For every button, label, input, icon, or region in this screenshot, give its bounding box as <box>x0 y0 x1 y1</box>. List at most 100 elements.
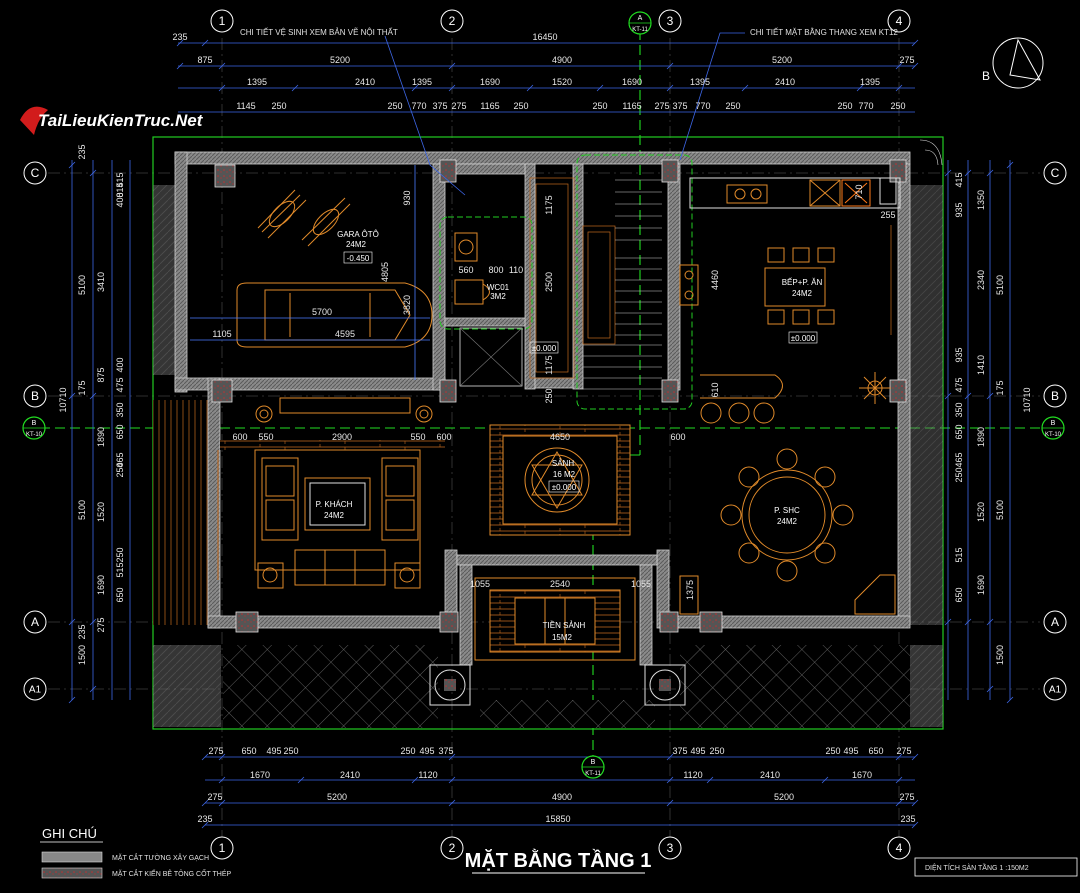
dim-left-mid: 1890 <box>96 427 106 447</box>
dim-top-row3: 250 <box>837 101 852 111</box>
dimension-tick <box>911 821 919 829</box>
dim-left-inner: 650 <box>115 587 125 602</box>
grid-row-a1-right: A1 <box>1049 685 1062 696</box>
dim-top-row1: 4900 <box>552 55 572 65</box>
dim-top-row3: 1165 <box>622 101 641 111</box>
dim-left-inner: 400 <box>115 192 125 207</box>
dimension-tick <box>666 753 674 761</box>
kitchen-level: ±0.000 <box>791 334 816 343</box>
dim-hall-4650: 4650 <box>550 432 570 442</box>
dim-bottom-row2: 1670 <box>250 770 270 780</box>
dim-left-inner: 400 <box>115 357 125 372</box>
dimension-tick <box>986 685 994 693</box>
dim-left-outer: 5100 <box>77 275 87 295</box>
dim-living-row: 2900 <box>332 432 352 442</box>
dim-top-row3: 250 <box>387 101 402 111</box>
dim-right-total: 10710 <box>1022 387 1032 412</box>
columns <box>211 159 907 633</box>
dim-right-inner: 350 <box>954 402 964 417</box>
dimension-tick <box>964 618 972 626</box>
kitchen-name: BẾP+P. ĂN <box>782 277 823 287</box>
stair-level: ±0.000 <box>532 344 557 353</box>
compass-label: B <box>982 69 990 83</box>
grid-col-4-bottom: 4 <box>896 841 903 855</box>
dimension-tick <box>666 84 674 92</box>
dimension-tick <box>1006 696 1014 704</box>
dim-top-row2: 1690 <box>622 77 642 87</box>
dimension-tick <box>964 169 972 177</box>
dim-right-outer: 5100 <box>995 500 1005 520</box>
dimension-tick <box>89 392 97 400</box>
dimension-tick <box>944 392 952 400</box>
dim-top-row3: 250 <box>271 101 286 111</box>
dimension-tick <box>856 84 864 92</box>
garage-level: -0.450 <box>347 254 370 263</box>
family-furniture <box>679 448 896 615</box>
grid-col-3-top: 3 <box>667 14 674 28</box>
dim-bottom-row1: 5200 <box>774 792 794 802</box>
hall-name: SẢNH <box>552 459 574 468</box>
dimension-tick <box>741 84 749 92</box>
dim-bottom-row3: 375 <box>672 746 687 756</box>
dim-stair-250: 250 <box>544 388 554 403</box>
dim-top-row3: 375 <box>672 101 687 111</box>
garage-dims <box>190 165 430 380</box>
dim-porch-row: 1055 <box>470 579 490 589</box>
grid-row-a1-left: A1 <box>29 685 42 696</box>
dim-bottom-row2: 2410 <box>760 770 780 780</box>
note-top-right: CHI TIẾT MẶT BẰNG THANG XEM KT12 <box>750 27 898 37</box>
dimension-tick <box>895 799 903 807</box>
dim-bottom-row3: 375 <box>438 746 453 756</box>
dim-bottom-row2: 1120 <box>683 770 702 780</box>
dim-porch-1375: 1375 <box>685 580 695 600</box>
legend: GHI CHÚ MẶT CẮT TƯỜNG XÂY GẠCH MẶT CẮT K… <box>40 826 231 879</box>
dim-right-inner: 515 <box>954 547 964 562</box>
dim-kitchen-710: 710 <box>854 184 864 199</box>
dim-top-row2: 1520 <box>552 77 572 87</box>
dimension-tick <box>448 753 456 761</box>
dim-right-mid: 1890 <box>976 427 986 447</box>
dim-top-row3: 250 <box>592 101 607 111</box>
dim-top-row3: 1145 <box>236 101 255 111</box>
dim-bottom-row3: 495 <box>690 746 705 756</box>
dimension-tick <box>291 84 299 92</box>
dim-right-inner: 935 <box>954 202 964 217</box>
dim-top-row3: 275 <box>654 101 669 111</box>
dim-right-600: 600 <box>670 432 685 442</box>
dim-left-outer: 1500 <box>77 645 87 665</box>
dim-right-mid: 1520 <box>976 502 986 522</box>
stair-steps <box>583 179 662 390</box>
dim-wc-width: 560 <box>458 265 473 275</box>
dim-top-row3: 1165 <box>480 101 499 111</box>
hall-floor <box>489 424 631 536</box>
dimension-tick <box>706 776 714 784</box>
dim-left-total: 10710 <box>58 387 68 412</box>
section-marker-left: B KT-10 <box>22 416 46 440</box>
garage-furniture <box>236 189 433 423</box>
grid-col-3-bottom: 3 <box>667 841 674 855</box>
dim-bottom-edge: 235 <box>900 814 915 824</box>
area-text: DIỆN TÍCH SÀN TẦNG 1 :150M2 <box>925 862 1029 872</box>
dimension-tick <box>911 799 919 807</box>
dimension-tick <box>218 799 226 807</box>
grid-row-c-right: C <box>1051 166 1060 180</box>
dimension-rails <box>71 42 1011 826</box>
dimension-tick <box>448 62 456 70</box>
dim-top-row2: 1395 <box>690 77 710 87</box>
section-bottom-sheet: KT-11 <box>585 771 601 777</box>
grid-col-1-top: 1 <box>219 14 226 28</box>
dimension-tick <box>448 799 456 807</box>
garage-area: 24M2 <box>346 240 367 249</box>
dimension-tick <box>68 161 76 169</box>
dimension-tick <box>218 84 226 92</box>
dim-right-mid: 1410 <box>976 355 986 375</box>
porch-pillars <box>429 664 686 706</box>
dim-top-row3: 250 <box>725 101 740 111</box>
grid-col-2-top: 2 <box>449 14 456 28</box>
paving-right <box>680 645 910 728</box>
dim-living-row: 550 <box>410 432 425 442</box>
legend-brick-swatch <box>41 851 103 863</box>
dim-bottom-row3: 275 <box>208 746 223 756</box>
dimension-tick <box>895 776 903 784</box>
legend-item-concrete: MẶT CẮT KIẾN BÊ TÔNG CỐT THÉP <box>112 868 231 878</box>
